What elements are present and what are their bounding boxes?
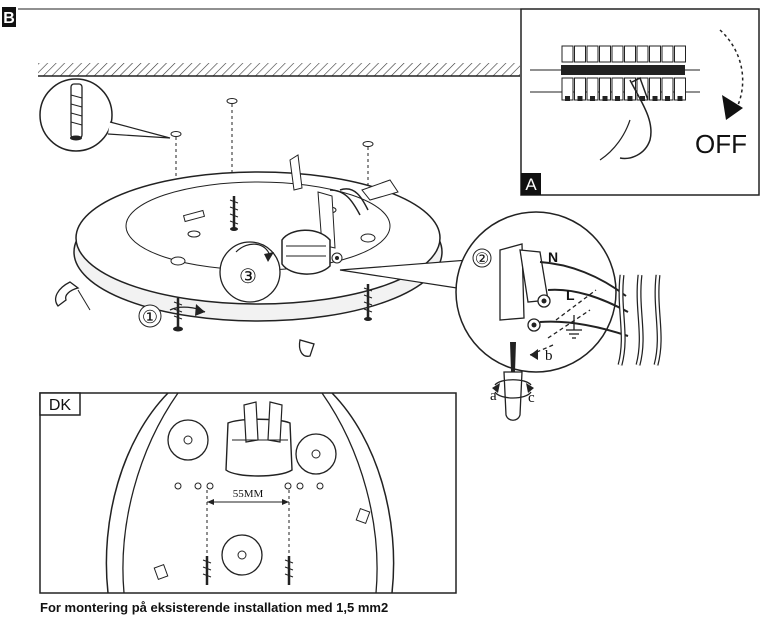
section-marker: B bbox=[2, 7, 16, 27]
breaker-terminal bbox=[577, 96, 583, 101]
panel-a: A OFF bbox=[520, 8, 760, 196]
live-label: L bbox=[566, 287, 575, 303]
breaker-module bbox=[636, 45, 649, 63]
callout-2: ② bbox=[475, 251, 489, 268]
breaker-module bbox=[561, 45, 574, 63]
wall-plug-detail bbox=[39, 78, 171, 152]
breaker-terminal bbox=[590, 96, 595, 101]
breaker-module bbox=[611, 45, 624, 63]
breaker-terminal bbox=[615, 96, 620, 101]
caption: For montering på eksisterende installati… bbox=[40, 600, 388, 615]
lamp-holder bbox=[281, 229, 343, 275]
section-letter: B bbox=[3, 10, 15, 27]
screw-front-icon bbox=[173, 298, 183, 332]
dimension-label: 55MM bbox=[233, 488, 264, 500]
off-arrow-icon bbox=[722, 95, 743, 120]
cable-bundle bbox=[617, 274, 662, 366]
screw-left-icon bbox=[229, 196, 239, 231]
breaker-terminal bbox=[565, 96, 570, 101]
breaker-module bbox=[674, 45, 686, 63]
breaker-module bbox=[599, 45, 611, 63]
socket-holder-icon bbox=[225, 401, 293, 477]
screwdriver-icon bbox=[492, 342, 534, 421]
direction-label-b: b bbox=[545, 348, 553, 364]
breaker-terminal bbox=[665, 96, 670, 101]
breaker-terminal bbox=[627, 96, 633, 101]
wiring-detail bbox=[339, 211, 629, 373]
off-direction-arc bbox=[719, 29, 744, 106]
screws bbox=[173, 196, 373, 332]
breaker-terminal bbox=[652, 96, 658, 101]
breaker-module bbox=[649, 45, 661, 63]
breaker-module bbox=[586, 45, 599, 63]
breaker-terminal bbox=[602, 96, 608, 101]
breaker-module bbox=[574, 45, 586, 63]
breaker-module bbox=[624, 45, 636, 63]
rotation-callout bbox=[219, 241, 281, 303]
step-1-indicator bbox=[138, 304, 206, 328]
breaker-module bbox=[661, 45, 674, 63]
dk-panel bbox=[39, 392, 457, 594]
rotation-label-c: c bbox=[528, 390, 535, 406]
off-label: OFF bbox=[695, 129, 747, 159]
ground-icon bbox=[566, 315, 582, 339]
spring-clips bbox=[55, 281, 315, 357]
panel-a-label: A bbox=[525, 175, 537, 194]
rotation-label-a: a bbox=[490, 388, 497, 404]
dk-label: DK bbox=[49, 397, 72, 414]
ceiling bbox=[38, 63, 520, 77]
callout-1: ① bbox=[142, 307, 158, 327]
dk-screw-right-icon bbox=[284, 556, 294, 585]
breaker-terminal bbox=[640, 96, 645, 101]
breaker-terminal bbox=[677, 96, 683, 101]
callout-3: ③ bbox=[239, 266, 257, 288]
neutral-label: N bbox=[548, 249, 558, 265]
breaker-panel-illustration bbox=[530, 45, 700, 161]
dk-screw-left-icon bbox=[202, 556, 212, 585]
screw-right-icon bbox=[363, 284, 373, 321]
